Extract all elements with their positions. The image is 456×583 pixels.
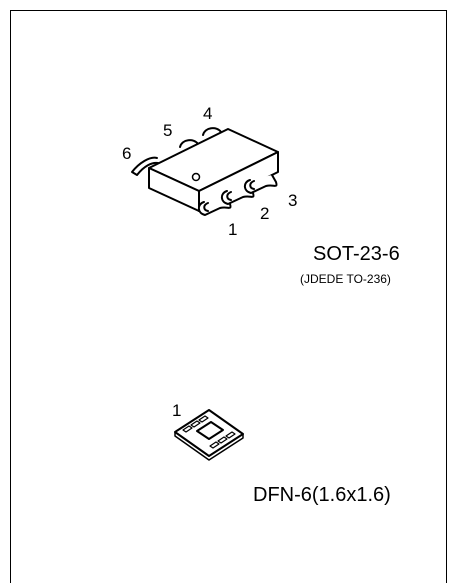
dfn6-pad [190,420,201,428]
dfn6-pad [198,415,209,423]
sot23-lead-5 [179,139,199,148]
sot23-pin-label-2: 2 [260,204,270,223]
sot23-pin-label-4: 4 [203,104,213,123]
dfn6-body-edge [174,432,244,461]
sot23-pin1-dot [191,172,201,182]
sot23-pin-label-5: 5 [163,121,173,140]
sot23-lead-3-inner [249,180,255,190]
sot23-lead-2-inner [226,191,232,201]
dfn6-pad [182,425,193,433]
sot23-package-standard: (JDEDE TO-236) [300,272,391,286]
sot23-pin-label-6: 6 [122,144,132,163]
dfn6-thermal-pad [196,421,224,440]
sot23-lead-4 [202,127,222,136]
sot23-lead-6 [131,156,159,176]
sot23-lead-1-inner [203,202,209,212]
sot23-pin-label-1: 1 [228,220,238,239]
sot23-pin-label-3: 3 [288,191,298,210]
dfn6-package [174,409,244,461]
dfn6-pad [217,436,228,444]
dfn6-package-name: DFN-6(1.6x1.6) [253,484,391,506]
frame-border [10,10,447,583]
sot23-package-name: SOT-23-6 [313,243,400,265]
dfn6-pad [225,431,236,439]
dfn6-pin1-label: 1 [172,401,182,420]
sot23-package [131,127,279,216]
dfn6-pad [209,441,220,449]
